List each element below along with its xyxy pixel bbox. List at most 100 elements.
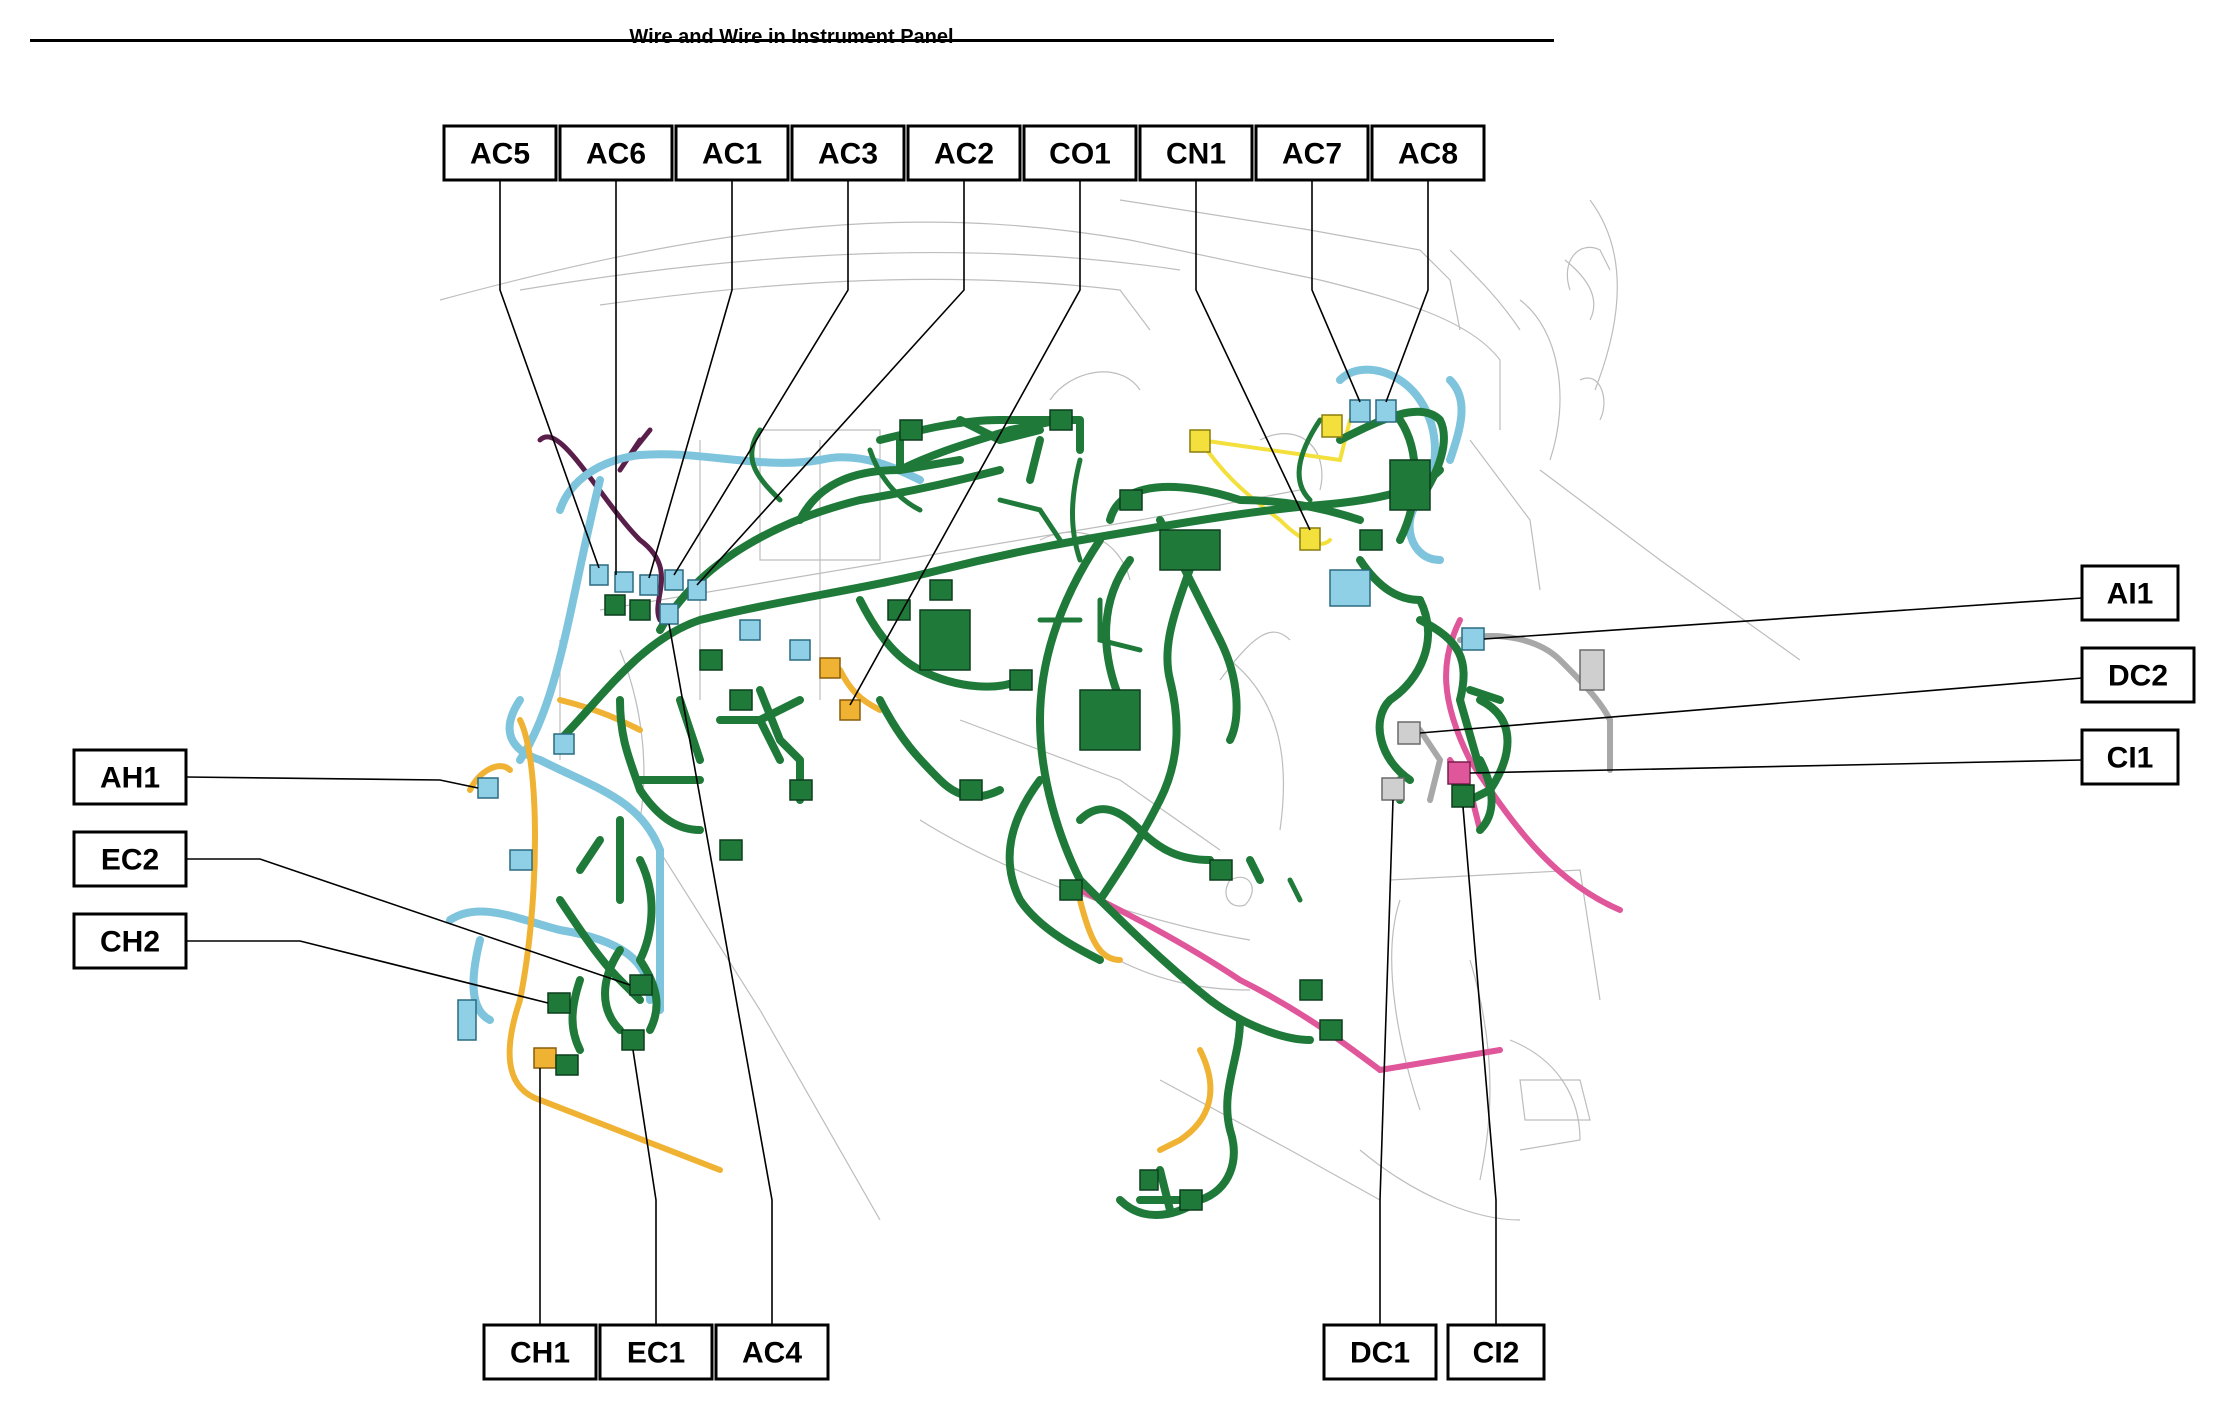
connector-green bbox=[789, 779, 813, 801]
connector-green bbox=[929, 579, 953, 601]
connector-ai1 bbox=[1461, 627, 1485, 651]
connector-ec1 bbox=[621, 1029, 645, 1051]
connector-blue-end bbox=[457, 999, 477, 1041]
callout-ac1: AC1 bbox=[674, 124, 790, 182]
callout-ci2-label: CI2 bbox=[1473, 1337, 1520, 1370]
connector-green bbox=[899, 419, 923, 441]
callout-ac7-label: AC7 bbox=[1282, 138, 1342, 171]
connector-green bbox=[1319, 1019, 1343, 1041]
connector-co1-area bbox=[819, 657, 841, 679]
callout-dc2-label: DC2 bbox=[2108, 660, 2168, 693]
callout-ac5-label: AC5 bbox=[470, 138, 530, 171]
callout-ai1-label: AI1 bbox=[2107, 578, 2154, 611]
page-title: Wire and Wire in Instrument Panel bbox=[629, 26, 954, 48]
callout-ac4-label: AC4 bbox=[742, 1337, 802, 1370]
connector-ec2 bbox=[629, 974, 653, 996]
connector-ac1 bbox=[639, 574, 659, 596]
connector-green bbox=[1359, 529, 1383, 551]
connector-co1 bbox=[839, 699, 861, 721]
connector-green bbox=[1179, 1189, 1203, 1211]
connector-ac3 bbox=[664, 569, 684, 591]
callout-ac2-label: AC2 bbox=[934, 138, 994, 171]
callout-ah1: AH1 bbox=[72, 748, 188, 806]
callout-cn1: CN1 bbox=[1138, 124, 1254, 182]
callout-ec2-label: EC2 bbox=[101, 844, 159, 877]
connector-ac-group bbox=[629, 599, 651, 621]
connector-green bbox=[1299, 979, 1323, 1001]
junction-block bbox=[1079, 689, 1141, 751]
callout-ch1-label: CH1 bbox=[510, 1337, 570, 1370]
callout-dc1-label: DC1 bbox=[1350, 1337, 1410, 1370]
callout-ac3: AC3 bbox=[790, 124, 906, 182]
title-rule bbox=[30, 39, 1554, 42]
connector-green bbox=[1119, 489, 1143, 511]
connector-blue bbox=[789, 639, 811, 661]
junction-block bbox=[919, 609, 971, 671]
callout-dc1: DC1 bbox=[1322, 1323, 1438, 1381]
connector-ah1 bbox=[477, 777, 499, 799]
callout-ac4: AC4 bbox=[714, 1323, 830, 1381]
callout-ac8: AC8 bbox=[1370, 124, 1486, 182]
connector-green bbox=[699, 649, 723, 671]
connector-ac7-yellow bbox=[1321, 414, 1343, 438]
callout-ci1-label: CI1 bbox=[2107, 742, 2154, 775]
callout-ac3-label: AC3 bbox=[818, 138, 878, 171]
callout-co1: CO1 bbox=[1022, 124, 1138, 182]
callout-ec1-label: EC1 bbox=[627, 1337, 685, 1370]
connector-green bbox=[719, 839, 743, 861]
connector-blue bbox=[739, 619, 761, 641]
connector-green bbox=[887, 599, 911, 621]
connector-ch1 bbox=[533, 1047, 557, 1069]
connector-ac7 bbox=[1349, 399, 1371, 423]
callout-ac6: AC6 bbox=[558, 124, 674, 182]
callout-dc2: DC2 bbox=[2080, 646, 2196, 704]
callout-ah1-label: AH1 bbox=[100, 762, 160, 795]
callout-ac8-label: AC8 bbox=[1398, 138, 1458, 171]
connector-green bbox=[729, 689, 753, 711]
callout-ec2: EC2 bbox=[72, 830, 188, 888]
callout-ac7: AC7 bbox=[1254, 124, 1370, 182]
callout-ci2: CI2 bbox=[1446, 1323, 1546, 1381]
connector-dc2 bbox=[1397, 721, 1421, 745]
connector-ci2 bbox=[1451, 784, 1475, 808]
callout-cn1-label: CN1 bbox=[1166, 138, 1226, 171]
connector-green bbox=[1009, 669, 1033, 691]
connectors bbox=[457, 399, 1605, 1211]
callout-ch2-label: CH2 bbox=[100, 926, 160, 959]
connector-green bbox=[1209, 859, 1233, 881]
connector-ac-group bbox=[604, 594, 626, 616]
callout-ac6-label: AC6 bbox=[586, 138, 646, 171]
connector-ac2 bbox=[687, 579, 707, 601]
callout-ac2: AC2 bbox=[906, 124, 1022, 182]
connector-gray bbox=[1579, 649, 1605, 691]
junction-block bbox=[1389, 459, 1431, 511]
callout-ai1: AI1 bbox=[2080, 564, 2180, 622]
callout-ec1: EC1 bbox=[598, 1323, 714, 1381]
connector-green bbox=[1049, 409, 1073, 431]
connector-ci1 bbox=[1447, 761, 1471, 785]
connector-green bbox=[1139, 1169, 1159, 1191]
callout-ch1: CH1 bbox=[482, 1323, 598, 1381]
callout-ci1: CI1 bbox=[2080, 728, 2180, 786]
connector-dc1 bbox=[1381, 777, 1405, 801]
callout-ac1-label: AC1 bbox=[702, 138, 762, 171]
connector-green bbox=[959, 779, 983, 801]
connector-ac6 bbox=[614, 571, 634, 593]
connector-yellow bbox=[1189, 429, 1211, 453]
callout-ch2: CH2 bbox=[72, 912, 188, 970]
callout-ac5: AC5 bbox=[442, 124, 558, 182]
connector-ac8 bbox=[1375, 399, 1397, 423]
connector-blue-round bbox=[1329, 569, 1371, 607]
connector-ch1-mate bbox=[555, 1054, 579, 1076]
connector-ch2 bbox=[547, 992, 571, 1014]
connector-ac5 bbox=[589, 564, 609, 586]
connector-cn1 bbox=[1299, 527, 1321, 551]
callout-co1-label: CO1 bbox=[1049, 138, 1111, 171]
connector-ah1-side bbox=[553, 733, 575, 755]
wire-harness bbox=[446, 365, 1623, 1219]
junction-block bbox=[1159, 529, 1221, 571]
connector-green bbox=[1059, 879, 1083, 901]
connector-ac4 bbox=[659, 603, 679, 625]
connector-blue bbox=[509, 849, 533, 871]
